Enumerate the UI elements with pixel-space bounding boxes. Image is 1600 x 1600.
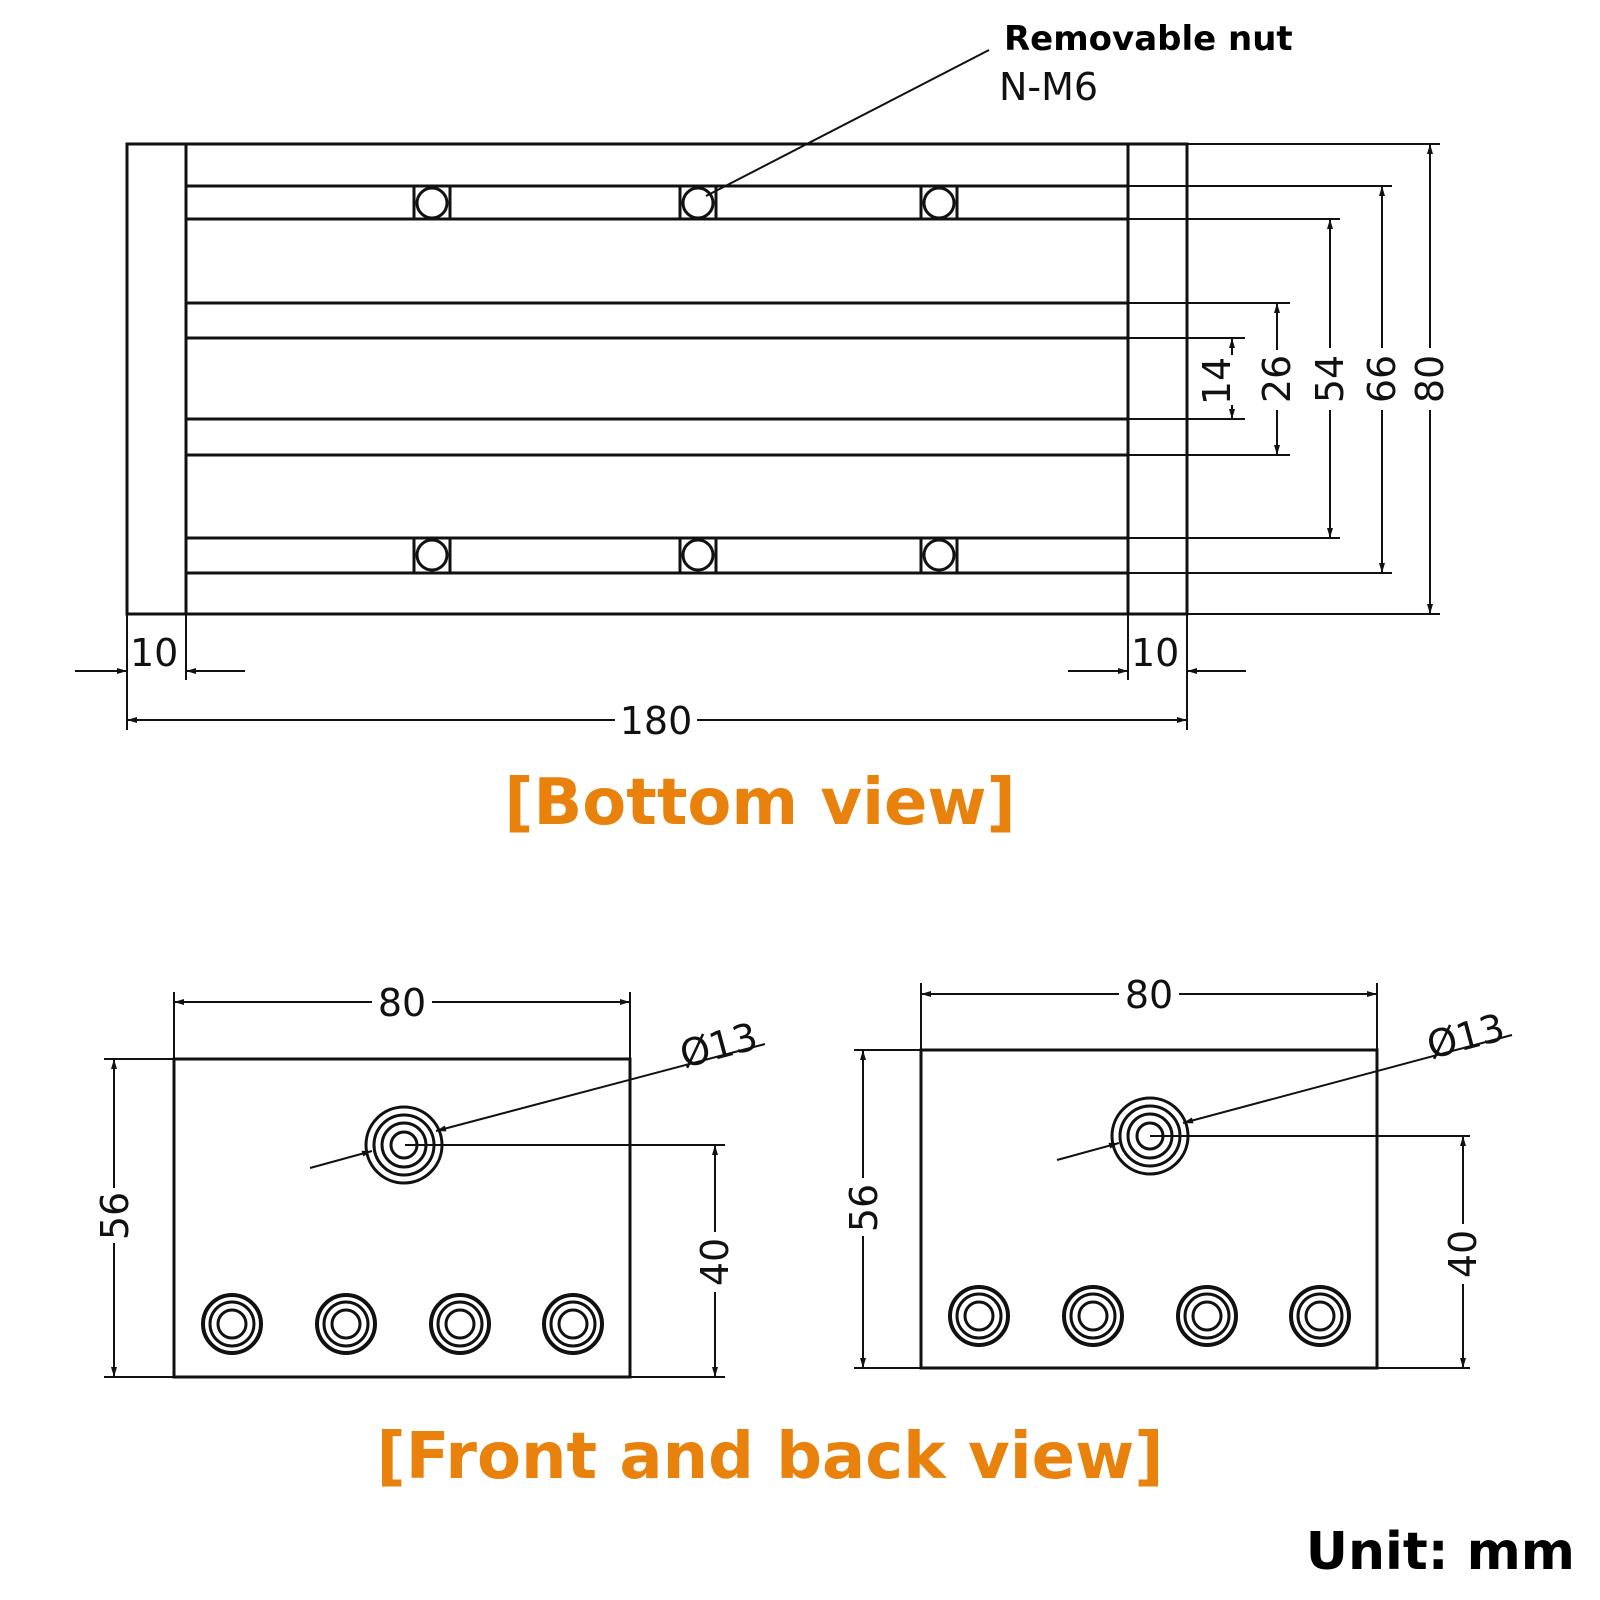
- front-view-left: [104, 992, 766, 1379]
- nut-row-top: [412, 184, 959, 221]
- left-hole-height-dim: 40: [693, 1238, 737, 1286]
- slot-lines: [186, 184, 1128, 575]
- dim-14: 14: [1195, 357, 1239, 405]
- dim-right-end: 10: [1131, 631, 1179, 675]
- front-view-right: [854, 983, 1513, 1370]
- center-bolt-hole-back: [1110, 1096, 1190, 1176]
- center-bolt-hole: [364, 1105, 444, 1185]
- mounting-holes-row-back: [948, 1285, 1351, 1347]
- mounting-holes-row: [201, 1293, 604, 1355]
- nut-row-bottom: [412, 536, 959, 575]
- right-diameter-dim: Ø13: [1422, 1005, 1509, 1068]
- dim-66: 66: [1360, 355, 1404, 403]
- bottom-view-title: [Bottom view]: [504, 766, 1016, 840]
- right-height-dim: 56: [842, 1184, 886, 1232]
- left-diameter-dim: Ø13: [675, 1014, 762, 1077]
- dim-left-end: 10: [130, 631, 178, 675]
- dim-length: 180: [620, 699, 693, 743]
- right-hole-height-dim: 40: [1441, 1230, 1485, 1278]
- left-height-dim: 56: [93, 1192, 137, 1240]
- back-plate-outline: [919, 1048, 1379, 1370]
- dim-54: 54: [1308, 355, 1352, 403]
- bottom-view-drawing: [125, 142, 1189, 616]
- front-back-view-title: [Front and back view]: [377, 1420, 1164, 1494]
- right-width-dim: 80: [1125, 973, 1173, 1017]
- left-width-dim: 80: [378, 981, 426, 1025]
- unit-label: Unit: mm: [1306, 1522, 1575, 1582]
- front-plate-outline: [172, 1057, 632, 1379]
- callout-sub: N-M6: [999, 65, 1098, 109]
- bottom-view-outline: [125, 142, 1189, 616]
- vertical-dimensions-bottom-view: [1229, 144, 1433, 614]
- nut-leader-line: [705, 49, 990, 197]
- horizontal-dimensions-bottom-view: [75, 614, 1246, 730]
- dim-26: 26: [1255, 355, 1299, 403]
- callout-title: Removable nut: [1004, 19, 1293, 59]
- extension-lines-right: [1128, 143, 1440, 615]
- dim-80: 80: [1408, 355, 1452, 403]
